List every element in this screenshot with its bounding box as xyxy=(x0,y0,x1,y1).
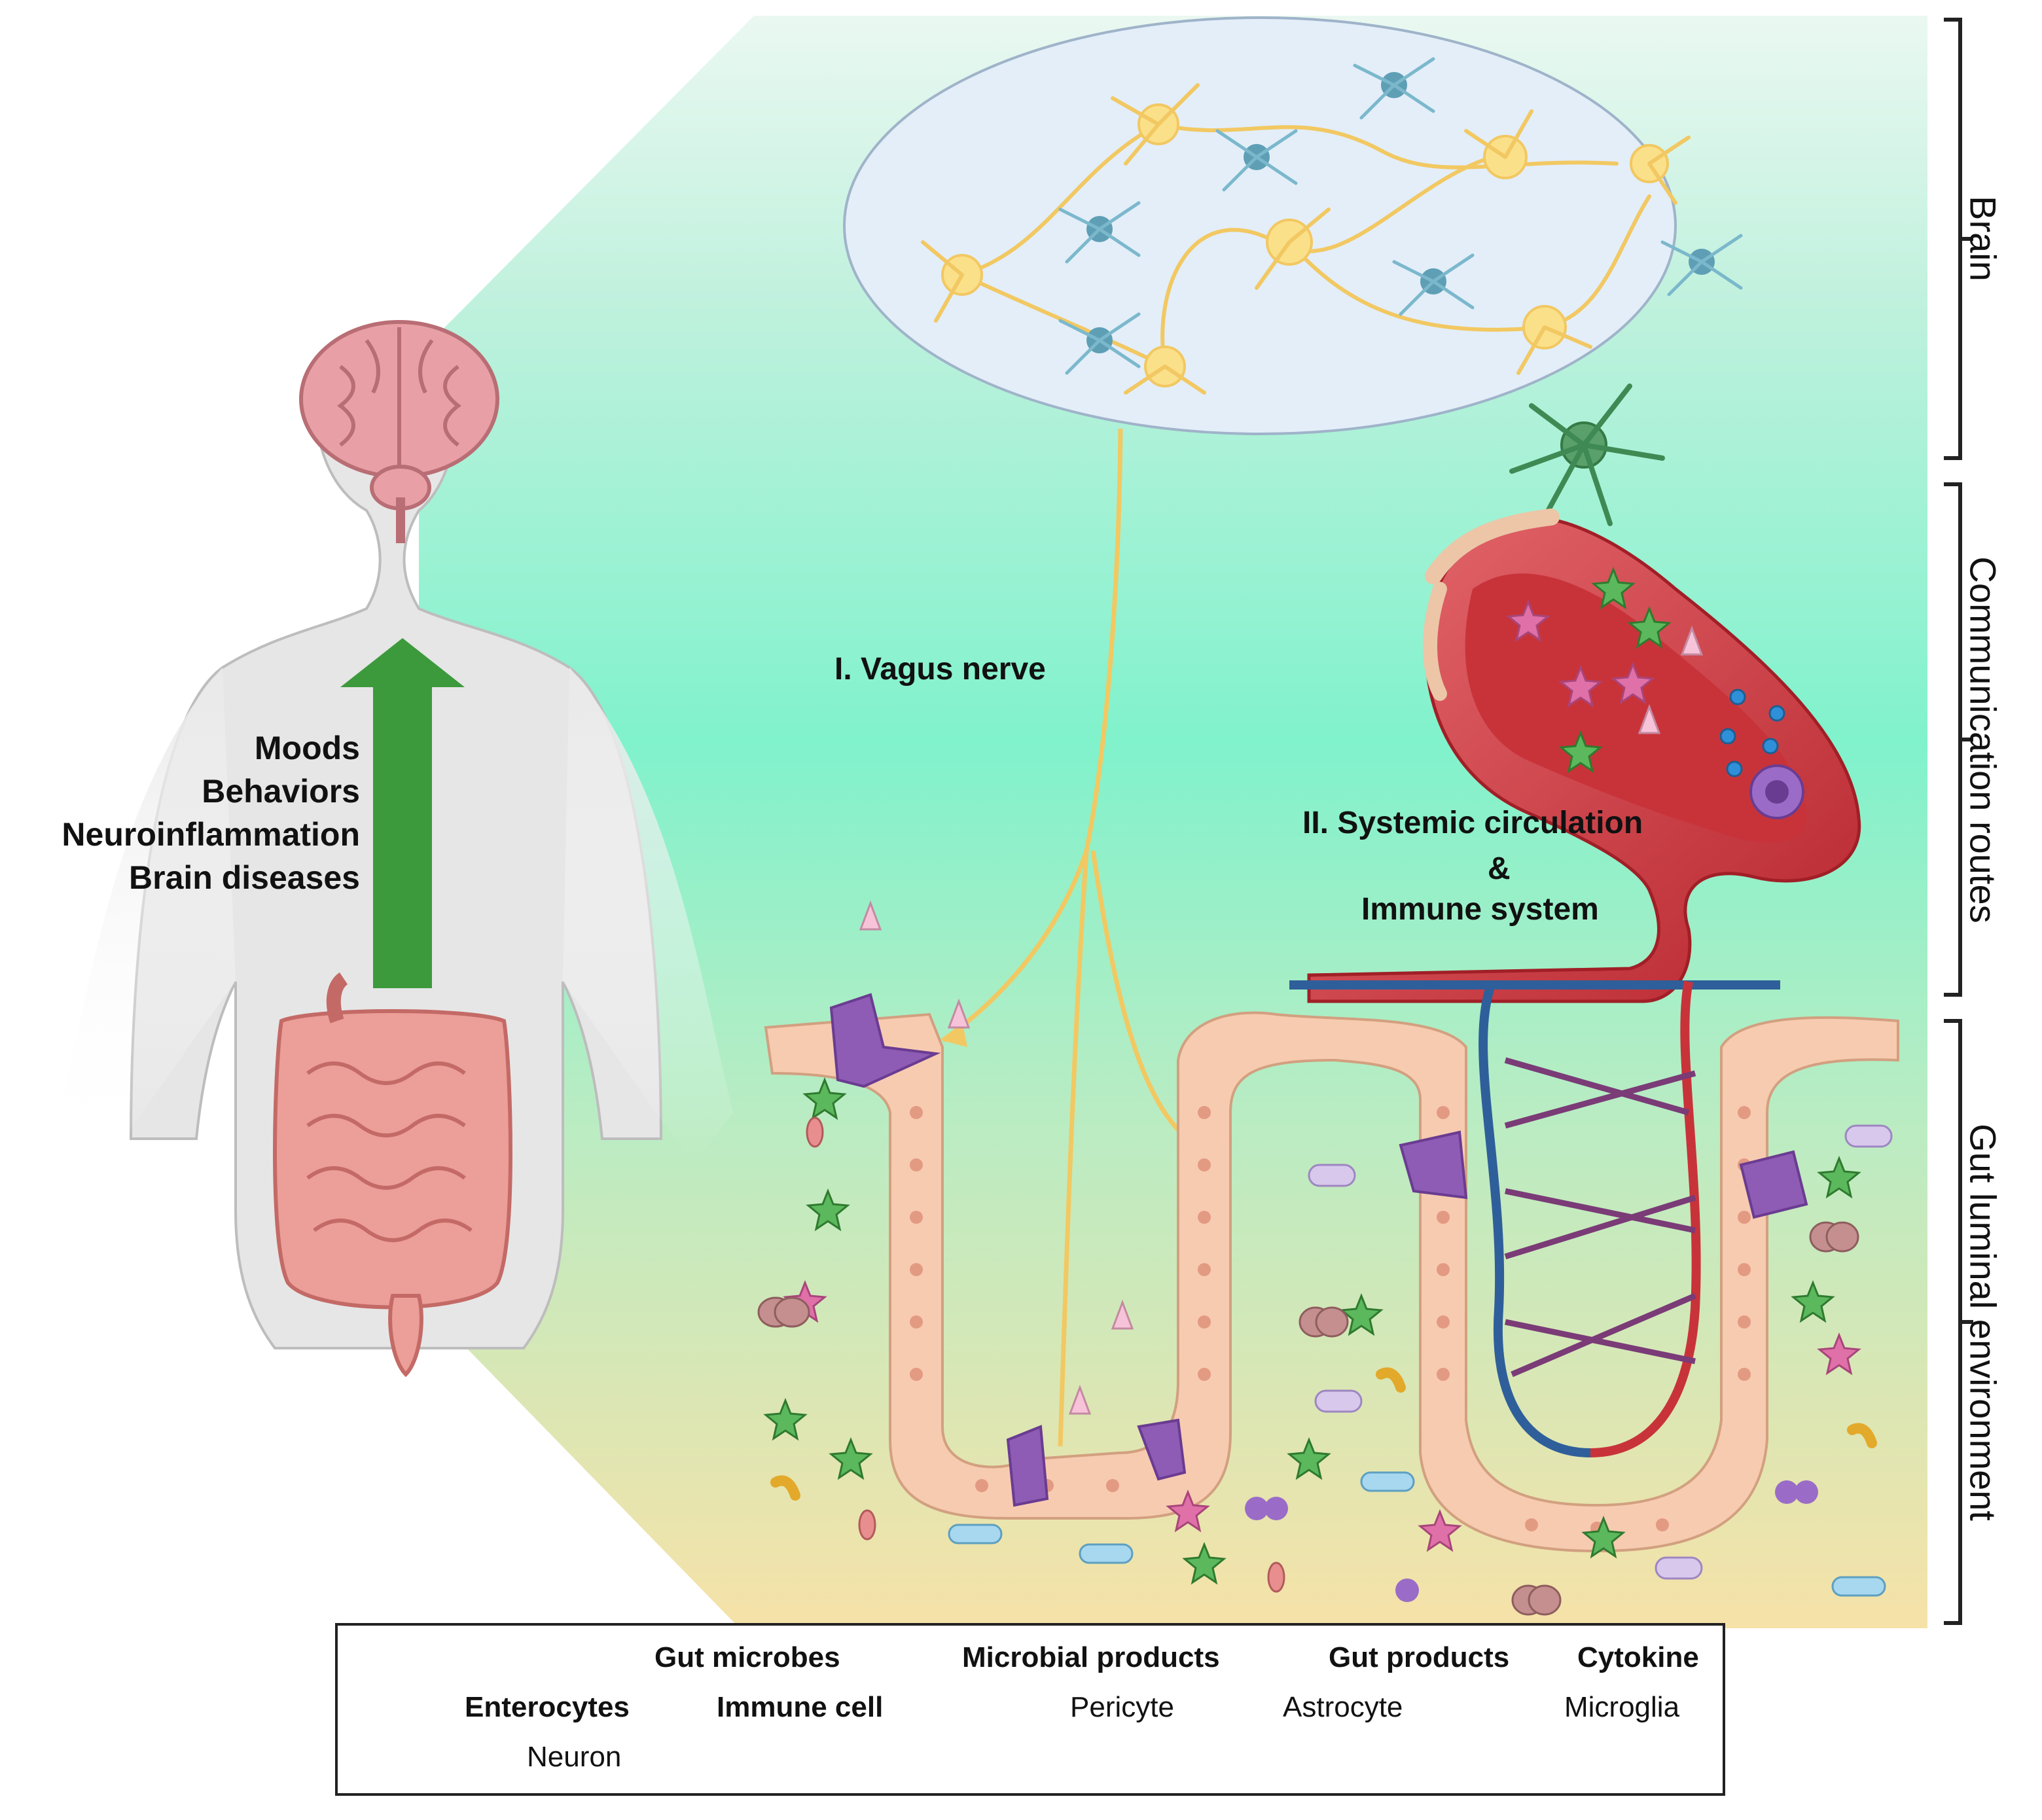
capillary-bed xyxy=(1478,980,1701,1457)
systemic-circulation-label: II. Systemic circulation xyxy=(1302,806,1643,840)
body-effects-list: Moods Behaviors Neuroinflammation Brain … xyxy=(20,726,360,899)
microbial-stars xyxy=(763,566,1861,1585)
effect-behaviors: Behaviors xyxy=(202,773,360,810)
legend-neuron: Neuron xyxy=(527,1741,622,1773)
microbial-stars-pink xyxy=(783,599,1861,1552)
section-label-gut: Gut luminal environment xyxy=(1962,1124,2004,1521)
legend-pericyte: Pericyte xyxy=(1070,1691,1174,1723)
section-label-brain: Brain xyxy=(1962,196,2004,281)
gut-microbes xyxy=(757,1116,1893,1616)
upward-arrow xyxy=(340,638,465,988)
legend-immune-cell: Immune cell xyxy=(717,1691,884,1723)
legend-cytokine: Cytokine xyxy=(1577,1641,1699,1673)
cytokines xyxy=(1719,688,1785,777)
legend-enterocytes: Enterocytes xyxy=(465,1691,630,1723)
legend xyxy=(335,1623,1725,1796)
section-brackets xyxy=(1944,18,1973,1625)
brain-region xyxy=(843,16,1677,435)
intestine xyxy=(273,972,512,1378)
vagus-nerve-label: I. Vagus nerve xyxy=(834,652,1046,687)
effect-brain-diseases: Brain diseases xyxy=(129,859,360,896)
legend-microbial-products: Microbial products xyxy=(962,1641,1220,1673)
ampersand-label: & xyxy=(1488,851,1511,886)
enteroendocrine-cells xyxy=(829,993,1808,1507)
legend-microglia: Microglia xyxy=(1564,1691,1680,1723)
section-label-communication: Communication routes xyxy=(1962,556,2004,923)
legend-gut-microbes: Gut microbes xyxy=(654,1641,840,1673)
immune-cell-in-vessel xyxy=(1749,764,1804,819)
legend-astrocyte: Astrocyte xyxy=(1283,1691,1403,1723)
vagus-nerve xyxy=(940,428,1199,1447)
immune-system-label: Immune system xyxy=(1361,892,1599,927)
astrocyte-cell xyxy=(1509,384,1665,526)
brain-cells xyxy=(921,57,1743,395)
effect-neuroinflammation: Neuroinflammation xyxy=(62,816,360,853)
gut-product-triangles xyxy=(859,625,1704,1415)
effect-moods: Moods xyxy=(254,730,360,766)
legend-gut-products: Gut products xyxy=(1329,1641,1510,1673)
